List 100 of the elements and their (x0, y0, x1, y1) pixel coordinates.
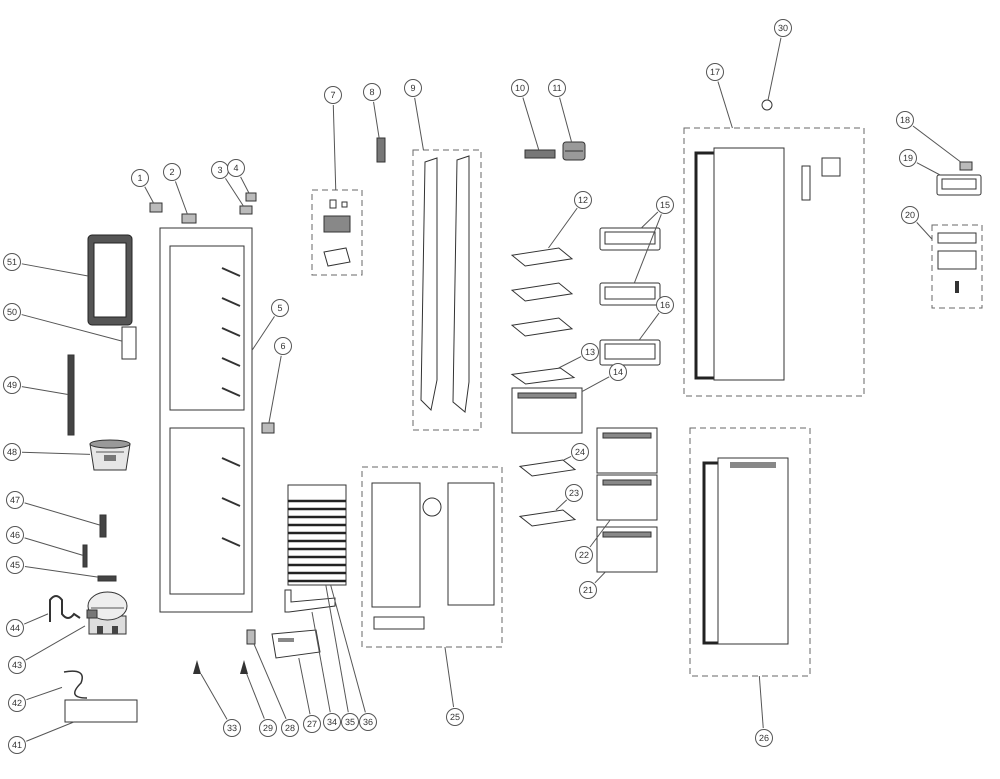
leader-line (174, 180, 188, 214)
callout-number: 43 (8, 656, 26, 674)
callout-number: 20 (901, 206, 919, 224)
callout-number: 12 (574, 191, 592, 209)
shelf-drawing (520, 510, 575, 526)
leader-line (559, 97, 572, 142)
strip-drawing (377, 138, 385, 162)
callout-number: 33 (223, 719, 241, 737)
evaporator-assembly-drawing (362, 467, 502, 647)
leader-line (640, 211, 658, 228)
callout-number: 2 (163, 163, 181, 181)
callout-number: 44 (6, 619, 24, 637)
callout-number: 41 (8, 736, 26, 754)
callout-number: 51 (3, 253, 21, 271)
clip-drawing (240, 206, 252, 214)
leader-line (414, 97, 424, 150)
leader-line (522, 97, 540, 150)
callout-number: 25 (446, 708, 464, 726)
callout-number: 6 (274, 337, 292, 355)
leader-line (22, 452, 90, 455)
callout-number: 46 (6, 526, 24, 544)
leader-line (373, 101, 380, 138)
clip-drawing (960, 162, 972, 170)
leader-line (582, 376, 610, 392)
shelf-drawing (512, 368, 574, 384)
leader-line (25, 625, 86, 661)
callout-number: 3 (211, 161, 229, 179)
clip-drawing (247, 630, 255, 644)
leader-line (325, 584, 349, 713)
drawer-drawing (597, 527, 657, 572)
callout-number: 47 (6, 491, 24, 509)
door-assembly-drawing (690, 428, 810, 676)
callout-number: 28 (281, 719, 299, 737)
leader-line (312, 612, 331, 713)
leader-line (558, 356, 582, 368)
door-bin-drawing (600, 228, 660, 250)
leader-line (21, 314, 122, 342)
leader-line (26, 686, 62, 700)
plate-drawing (122, 327, 136, 359)
rod-drawing (98, 576, 116, 581)
door-bin-drawing (937, 175, 981, 195)
parts-kit-drawing (312, 190, 362, 275)
side-panels-drawing (413, 150, 481, 430)
callout-number: 30 (774, 19, 792, 37)
callout-number: 15 (656, 196, 674, 214)
ring-drawing (762, 100, 772, 110)
wire-drawing (62, 668, 87, 698)
shelf-drawing (512, 248, 572, 266)
leader-line (21, 263, 88, 276)
drawer-drawing (512, 388, 582, 433)
leader-line (268, 355, 282, 424)
shelf-drawing (520, 460, 575, 476)
callout-number: 49 (3, 376, 21, 394)
leader-line (200, 673, 228, 720)
leader-line (252, 316, 275, 351)
door-bin-kit-drawing (932, 225, 982, 308)
leader-line (548, 208, 578, 248)
leader-line (634, 214, 662, 284)
leader-line (21, 386, 68, 395)
cabinet-drawing (160, 228, 252, 612)
leader-line (916, 222, 932, 240)
callout-number: 8 (363, 83, 381, 101)
frame-drawing (88, 235, 132, 325)
callout-number: 1 (131, 169, 149, 187)
leader-line (758, 676, 764, 729)
leader-line (24, 613, 48, 625)
rod-drawing (83, 545, 87, 567)
callout-number: 26 (755, 729, 773, 747)
callout-number: 4 (227, 159, 245, 177)
leader-line (298, 658, 311, 715)
leader-line (26, 722, 74, 742)
leader-line (246, 674, 265, 720)
leader-line (638, 312, 660, 340)
callout-number: 34 (323, 713, 341, 731)
leader-line (24, 502, 100, 526)
tray-drawing (563, 142, 585, 160)
clip-drawing (246, 193, 256, 201)
callout-number: 48 (3, 443, 21, 461)
leader-line (24, 566, 98, 578)
callout-number: 24 (571, 443, 589, 461)
callout-number: 17 (706, 63, 724, 81)
callout-number: 16 (656, 296, 674, 314)
callout-number: 29 (259, 719, 277, 737)
leader-line (912, 126, 962, 162)
leader-line (590, 520, 611, 548)
leader-line (768, 37, 782, 100)
callout-number: 21 (579, 581, 597, 599)
clip-drawing (182, 214, 196, 223)
leader-line (717, 81, 733, 128)
callout-number: 5 (271, 299, 289, 317)
drawer-drawing (597, 475, 657, 520)
leader-line (555, 499, 568, 510)
door-assembly-drawing (684, 128, 864, 396)
callout-number: 36 (359, 713, 377, 731)
rod-drawing (100, 515, 106, 537)
foot-drawing (193, 660, 201, 674)
callout-number: 19 (899, 149, 917, 167)
foot-drawing (240, 660, 248, 674)
callout-number: 18 (896, 111, 914, 129)
callout-number: 35 (341, 713, 359, 731)
